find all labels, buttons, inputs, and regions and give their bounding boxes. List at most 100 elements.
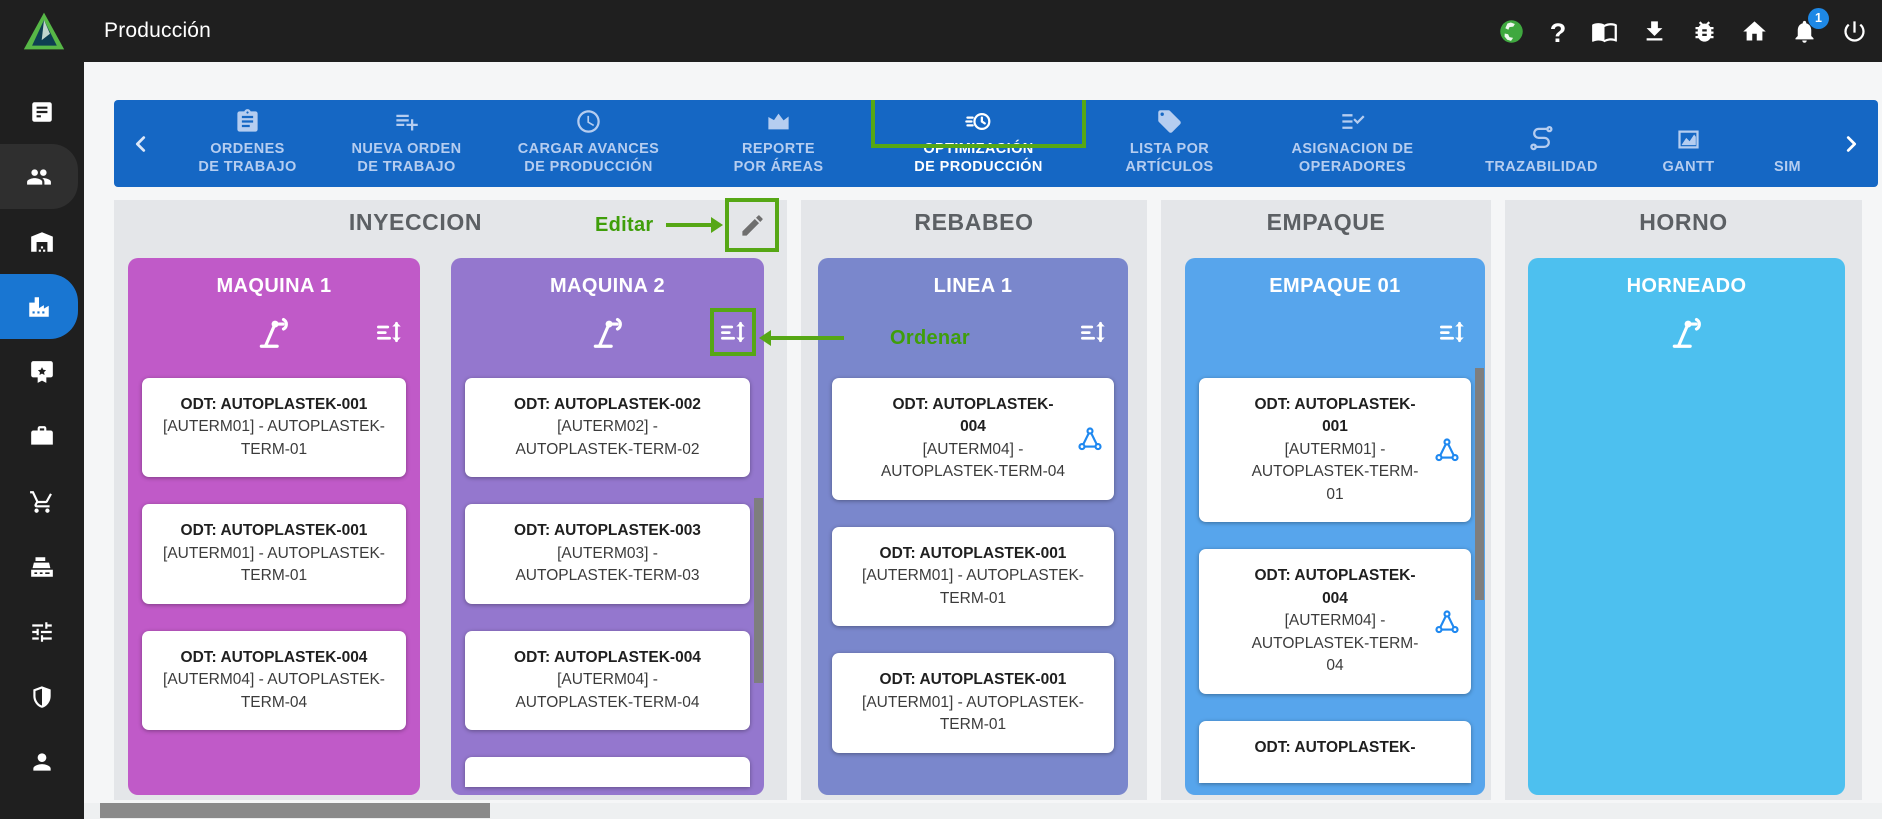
tab-label: DE TRABAJO — [198, 159, 297, 175]
notification-badge: 1 — [1808, 7, 1829, 29]
sort-icon[interactable] — [374, 317, 404, 347]
bell-icon[interactable]: 1 — [1791, 7, 1829, 45]
tab-label: NUEVA ORDEN — [351, 141, 462, 157]
person-icon — [33, 752, 51, 771]
sidebar-item-settings[interactable] — [0, 599, 84, 664]
horizontal-scrollbar-thumb[interactable] — [100, 803, 490, 818]
odt-card[interactable]: ODT: AUTOPLASTEK-001 [AUTERM01] - AUTOPL… — [142, 504, 406, 604]
odt-card[interactable]: ODT: AUTOPLASTEK-002 [AUTERM02] - AUTOPL… — [465, 378, 750, 478]
odt-card[interactable]: ODT: AUTOPLASTEK-004 [AUTERM04] - AUTOPL… — [832, 378, 1114, 500]
toolbar-scroll-right-button[interactable] — [1824, 100, 1878, 187]
tab-label: ORDENES — [210, 141, 285, 157]
sort-icon[interactable] — [1437, 317, 1467, 347]
tab-cargar-avances[interactable]: CARGAR AVANCES DE PRODUCCIÓN — [486, 100, 691, 187]
optimization-clock-icon — [965, 108, 992, 136]
tab-gantt[interactable]: GANTT — [1626, 100, 1751, 187]
card-odt: ODT: AUTOPLASTEK-001 — [879, 544, 1067, 562]
machine-title: HORNEADO — [1626, 275, 1747, 297]
sidebar-item-cart[interactable] — [0, 469, 84, 534]
sidebar-item-pos[interactable] — [0, 534, 84, 599]
sidebar-item-people[interactable] — [0, 144, 78, 209]
tab-optimizacion-de-produccion[interactable]: OPTIMIZACIÓN DE PRODUCCIÓN — [866, 100, 1091, 187]
machine-title: MAQUINA 2 — [549, 275, 666, 297]
sidebar-item-briefcase[interactable] — [0, 404, 84, 469]
chevron-right-icon — [1846, 135, 1857, 152]
robot-arm-icon — [1668, 313, 1706, 351]
tab-label: OPERADORES — [1298, 159, 1407, 175]
sidebar-item-security[interactable] — [0, 664, 84, 729]
card-detail: [AUTERM04] - AUTOPLASTEK-TERM-04 — [515, 671, 700, 711]
card-odt: ODT: AUTOPLASTEK-004 — [1254, 567, 1416, 607]
globe-icon[interactable] — [1498, 18, 1525, 45]
machine-column-empaque-01: EMPAQUE 01 ODT: AUTOPLASTEK-001 [AUTERM0… — [1185, 258, 1485, 795]
card-detail: [AUTERM02] - AUTOPLASTEK-TERM-02 — [515, 418, 700, 458]
sidebar-item-certificate[interactable] — [0, 339, 84, 404]
tab-reporte-por-areas[interactable]: REPORTE POR ÁREAS — [691, 100, 866, 187]
power-icon[interactable] — [1841, 18, 1868, 45]
odt-card[interactable]: ODT: AUTOPLASTEK-004 [AUTERM04] - AUTOPL… — [142, 630, 406, 731]
odt-card-partial[interactable] — [465, 757, 750, 788]
tab-nueva-orden-de-trabajo[interactable]: NUEVA ORDEN DE TRABAJO — [327, 100, 486, 187]
download-icon[interactable] — [1641, 18, 1668, 45]
card-detail: [AUTERM03] - AUTOPLASTEK-TERM-03 — [515, 544, 700, 585]
horizontal-scrollbar-track[interactable] — [84, 803, 1882, 819]
odt-card-partial[interactable]: ODT: AUTOPLASTEK- — [1199, 720, 1471, 783]
tune-icon — [32, 621, 52, 642]
machine-column-linea-1: LINEA 1 ODT: AUTOPLASTEK-004 [AUTERM04] … — [818, 258, 1128, 795]
odt-card[interactable]: ODT: AUTOPLASTEK-001 [AUTERM01] - AUTOPL… — [832, 653, 1114, 753]
card-odt: ODT: AUTOPLASTEK-001 — [879, 671, 1067, 689]
robot-arm-icon — [255, 313, 293, 351]
tab-label: DE PRODUCCIÓN — [524, 159, 653, 175]
tab-asignacion-de-operadores[interactable]: ASIGNACION DE OPERADORES — [1248, 100, 1457, 187]
odt-card[interactable]: ODT: AUTOPLASTEK-001 [AUTERM01] - AUTOPL… — [1199, 378, 1471, 523]
odt-card[interactable]: ODT: AUTOPLASTEK-004 [AUTERM04] - AUTOPL… — [1199, 549, 1471, 694]
area-title-empaque: EMPAQUE — [1266, 209, 1386, 235]
production-toolbar: ORDENES DE TRABAJO NUEVA ORDEN DE TRABAJ… — [114, 100, 1878, 187]
sort-icon[interactable] — [710, 308, 756, 356]
machine-title: LINEA 1 — [933, 275, 1013, 297]
machine-title: EMPAQUE 01 — [1269, 275, 1401, 297]
factory-icon — [29, 296, 49, 317]
toolbar-scroll-left-button[interactable] — [114, 100, 168, 187]
page-title: Producción — [104, 19, 212, 42]
tab-lista-por-articulos[interactable]: LISTA POR ARTÍCULOS — [1091, 100, 1248, 187]
tab-ordenes-de-trabajo[interactable]: ORDENES DE TRABAJO — [168, 100, 327, 187]
card-odt: ODT: AUTOPLASTEK-001 — [1254, 396, 1416, 436]
tab-label: ASIGNACION DE — [1291, 141, 1414, 157]
tab-sim[interactable]: SIM — [1751, 100, 1824, 187]
hub-icon — [1077, 426, 1103, 452]
tab-label: ARTÍCULOS — [1125, 159, 1214, 175]
top-app-bar: Producción ? 1 — [0, 0, 1882, 62]
vertical-scrollbar-thumb[interactable] — [754, 498, 763, 683]
odt-card[interactable]: ODT: AUTOPLASTEK-003 [AUTERM03] - AUTOPL… — [465, 504, 750, 604]
people-icon — [27, 168, 51, 185]
cash-register-icon — [31, 556, 53, 577]
card-detail: [AUTERM04] - AUTOPLASTEK-TERM-04 — [1251, 612, 1419, 675]
sidebar-item-produccion[interactable] — [0, 274, 78, 339]
briefcase-icon — [31, 425, 53, 445]
sidebar-item-account[interactable] — [0, 729, 84, 794]
sidebar-item-warehouse[interactable] — [0, 209, 84, 274]
cart-icon — [30, 490, 52, 513]
tab-label: DE PRODUCCIÓN — [914, 159, 1043, 175]
help-icon[interactable]: ? — [1549, 17, 1567, 48]
book-icon[interactable] — [1591, 18, 1618, 45]
tab-label: DE TRABAJO — [357, 159, 456, 175]
home-icon[interactable] — [1741, 18, 1768, 45]
hub-icon — [1434, 437, 1460, 463]
robot-arm-icon — [589, 313, 627, 351]
odt-card[interactable]: ODT: AUTOPLASTEK-001 [AUTERM01] - AUTOPL… — [832, 526, 1114, 627]
tab-trazabilidad[interactable]: TRAZABILIDAD — [1457, 100, 1626, 187]
vertical-scrollbar-thumb[interactable] — [1475, 368, 1484, 600]
card-detail: [AUTERM01] - AUTOPLASTEK-TERM-01 — [163, 544, 385, 585]
sidebar-item-article[interactable] — [0, 79, 84, 144]
odt-card[interactable]: ODT: AUTOPLASTEK-001 [AUTERM01] - AUTOPL… — [142, 378, 406, 478]
odt-card[interactable]: ODT: AUTOPLASTEK-004 [AUTERM04] - AUTOPL… — [465, 630, 750, 731]
area-title-horno: HORNO — [1639, 209, 1728, 235]
bug-icon[interactable] — [1691, 18, 1718, 45]
machine-column-maquina-2: MAQUINA 2 ODT: AUTOPLASTEK-002 [AUTERM02… — [451, 258, 764, 795]
sort-icon[interactable] — [1078, 317, 1108, 347]
app-logo-icon — [23, 12, 65, 50]
certificate-icon — [31, 360, 53, 383]
card-odt: ODT: AUTOPLASTEK-004 — [180, 648, 368, 666]
